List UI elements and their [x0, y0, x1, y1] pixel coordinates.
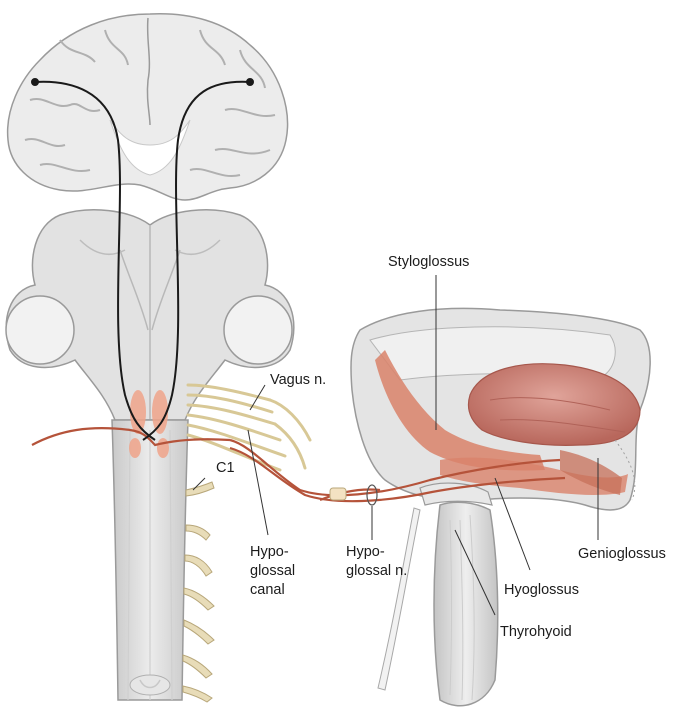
hypoglossal-nerve-course	[31, 427, 566, 503]
label-hypoglossal-canal-1: Hypo-	[250, 544, 289, 560]
brainstem-and-cerebellum	[5, 209, 295, 421]
label-styloglossus: Styloglossus	[388, 254, 469, 270]
nerve-cuff	[329, 484, 378, 506]
leader-lines	[192, 275, 599, 616]
label-hypoglossal-nerve-2: glossal n.	[346, 563, 407, 579]
vagus-rootlets	[186, 383, 312, 472]
label-hypoglossal-canal-2: glossal	[250, 563, 295, 579]
spinal-cord	[111, 419, 189, 701]
label-hypoglossal-nerve-1: Hypo-	[346, 544, 385, 560]
brain-coronal-section	[6, 13, 289, 201]
label-c1: C1	[216, 460, 235, 476]
label-thyrohyoid: Thyrohyoid	[500, 624, 572, 640]
larynx-trachea	[377, 482, 499, 707]
corticonuclear-pathway	[31, 78, 254, 441]
jaw-and-tongue-region	[350, 307, 651, 511]
label-vagus-nerve: Vagus n.	[270, 372, 326, 388]
label-hyoglossus: Hyoglossus	[504, 582, 579, 598]
label-hypoglossal-canal-3: canal	[250, 582, 285, 598]
spinal-nerve-roots	[182, 481, 215, 703]
label-genioglossus: Genioglossus	[578, 546, 666, 562]
